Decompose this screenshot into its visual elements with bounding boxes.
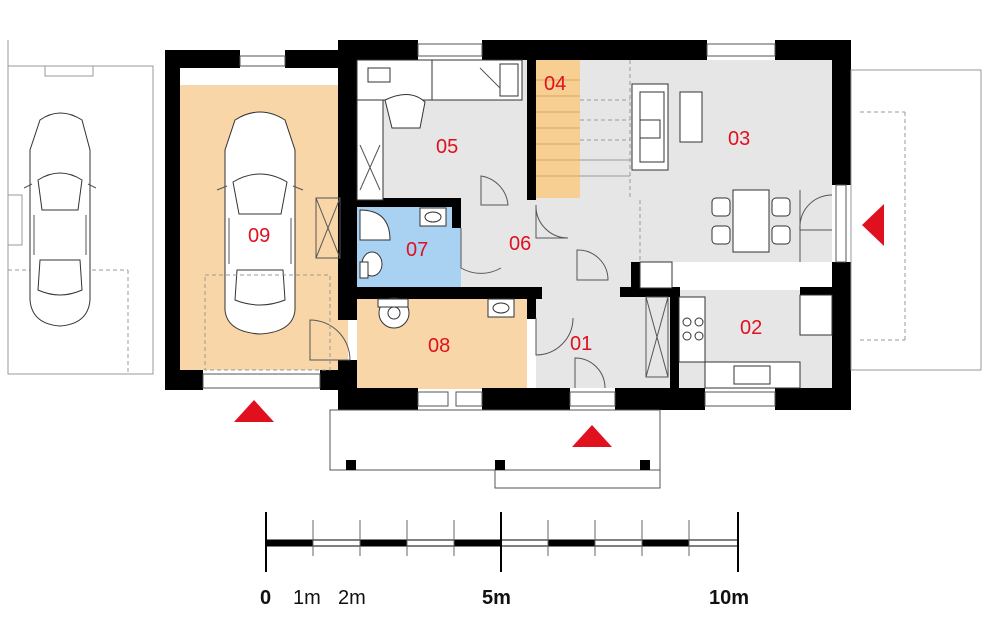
room-04-fill xyxy=(536,60,580,198)
doors xyxy=(309,175,833,389)
scale-label-10m: 10m xyxy=(709,587,749,609)
desk-icon xyxy=(356,59,433,201)
coffee-table-icon xyxy=(679,91,703,143)
dining-table-icon xyxy=(711,189,791,253)
room-06-fill xyxy=(461,198,631,290)
bed-icon xyxy=(431,59,523,101)
room-label-01: 01 xyxy=(570,333,592,355)
entrance-arrow-icon xyxy=(234,400,274,422)
scale-label-2m: 2m xyxy=(338,587,366,609)
sink-icon xyxy=(487,298,515,318)
car-icon xyxy=(23,112,97,327)
room-label-04: 04 xyxy=(544,73,566,95)
room-labels: 01 02 03 04 05 06 07 08 09 xyxy=(248,73,762,357)
scale-label-0: 0 xyxy=(260,587,271,609)
car-icon xyxy=(216,111,304,335)
boiler-icon xyxy=(377,297,410,329)
room-label-08: 08 xyxy=(428,335,450,357)
terrace xyxy=(835,69,982,371)
entrance-arrow-icon xyxy=(862,204,884,246)
sink-icon xyxy=(419,207,447,227)
hall-wardrobe xyxy=(645,296,669,378)
scale-label-5m: 5m xyxy=(482,587,511,609)
shower-icon xyxy=(359,209,391,241)
walls xyxy=(165,40,851,410)
entrance-arrows xyxy=(234,204,884,447)
scale-label-1m: 1m xyxy=(293,587,321,609)
sofa-icon xyxy=(631,83,669,171)
room-label-06: 06 xyxy=(509,233,531,255)
staircase xyxy=(536,60,631,198)
garage-shelf xyxy=(315,197,341,259)
neighbor-parking xyxy=(7,40,154,375)
kitchen-counter-icon xyxy=(678,294,833,389)
fireplace-icon xyxy=(639,261,673,289)
room-label-03: 03 xyxy=(728,128,750,150)
entrance-arrow-icon xyxy=(572,425,612,447)
room-label-09: 09 xyxy=(248,225,270,247)
scale-bar: 0 1m 2m 5m 10m xyxy=(260,512,749,609)
garage-marking xyxy=(204,274,331,371)
room-label-05: 05 xyxy=(436,136,458,158)
room-label-07: 07 xyxy=(406,239,428,261)
room-label-02: 02 xyxy=(740,317,762,339)
toilet-icon xyxy=(359,251,383,279)
room-01-fill xyxy=(536,290,670,388)
porch xyxy=(329,409,661,489)
windows xyxy=(202,43,776,407)
